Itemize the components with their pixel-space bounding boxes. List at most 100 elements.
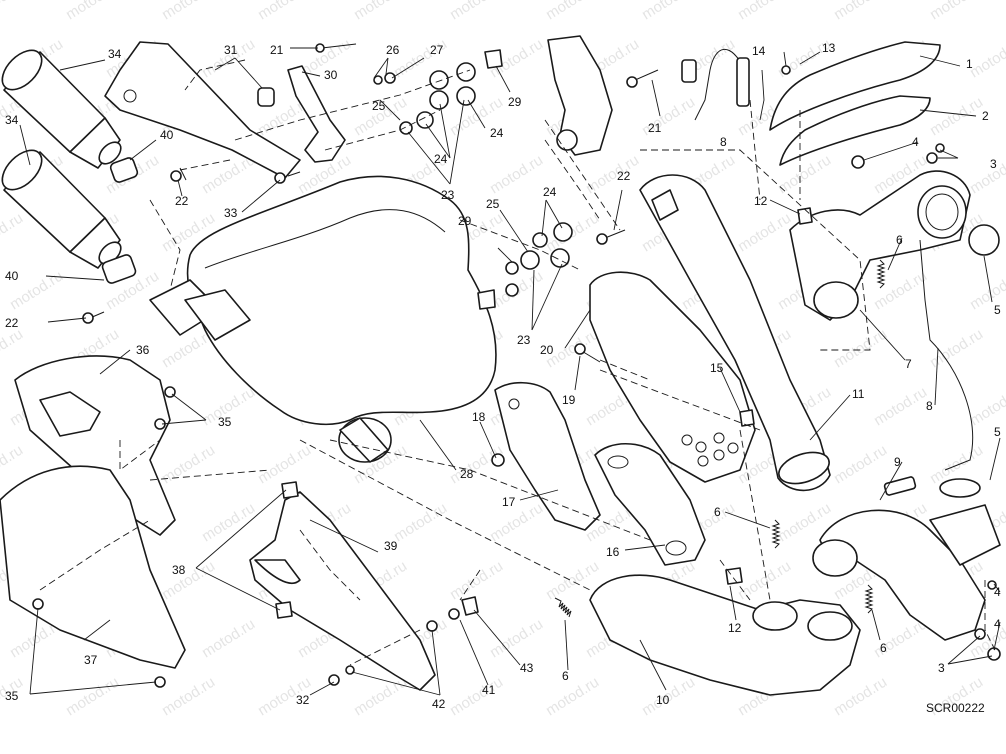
watermark-text: motod.ru [351,0,410,23]
callout-23a: 23 [441,188,455,202]
callout-16: 16 [606,545,620,559]
callout-24c: 24 [543,185,557,199]
heat-shield-20 [589,271,756,483]
callout-24b: 24 [434,152,448,166]
callout-4b: 4 [994,585,1001,599]
watermark-text: motod.ru [967,152,1006,198]
callout-6d: 6 [880,641,887,655]
callout-12a: 12 [754,194,768,208]
watermark-text: motod.ru [967,384,1006,430]
callout-11: 11 [852,387,865,401]
callout-3b: 3 [938,661,945,675]
callout-8a: 8 [720,135,727,149]
watermark-text: motod.ru [927,94,986,140]
callout-22a: 22 [175,194,189,208]
diagram-code: SCR00222 [926,701,985,715]
watermark-text: motod.ru [199,616,258,662]
silencer-bracket [104,41,301,179]
callout-29b: 29 [458,214,472,228]
callout-3a: 3 [990,157,997,171]
rubber-bush-31 [257,87,275,107]
callout-22b: 22 [5,316,19,330]
bolts [32,43,1001,688]
callout-12b: 12 [728,621,742,635]
watermark-text: motod.ru [583,152,642,198]
muffler-end-cap-upper [1,49,122,169]
watermark-text: motod.ru [927,326,986,372]
watermark-text: motod.ru [159,442,218,488]
callout-18: 18 [472,410,486,424]
leader-lines [19,47,1001,696]
callout-8b: 8 [926,399,933,413]
callout-2: 2 [982,109,989,123]
callout-14: 14 [752,44,766,58]
watermark-text: motod.ru [351,674,410,720]
callout-10: 10 [656,693,670,707]
watermark-text: motod.ru [543,0,602,23]
callout-37: 37 [84,653,98,667]
heat-guard-1 [769,41,941,131]
callout-6a: 6 [896,233,903,247]
watermark-text: motod.ru [0,326,26,372]
callout-24a: 24 [490,126,504,140]
watermark-text: motod.ru [831,674,890,720]
watermark-text: motod.ru [831,442,890,488]
watermark-text: motod.ru [447,0,506,23]
watermark-text: motod.ru [831,326,890,372]
heat-guard-37 [0,465,186,669]
callout-34b: 34 [5,113,19,127]
callout-labels: 34 34 31 21 26 27 30 25 29 24 24 23 40 2… [5,41,1001,711]
watermark-text: motod.ru [159,674,218,720]
watermark-text: motod.ru [871,384,930,430]
callout-43: 43 [520,661,534,675]
watermark-text: motod.ru [735,0,794,23]
watermark-text: motod.ru [639,0,698,23]
callout-6b: 6 [714,505,721,519]
oxygen-sensor-lower [883,476,917,496]
spring-6 [554,259,886,618]
watermark-text: motod.ru [543,674,602,720]
watermark-text: motod.ru [255,442,314,488]
callout-42: 42 [432,697,446,711]
rubber-mounts-lower [477,222,573,310]
watermark-text: motod.ru [0,210,26,256]
heat-shield-17 [494,381,601,531]
callout-31: 31 [224,43,238,57]
callout-22c: 22 [617,169,631,183]
callout-5a: 5 [994,303,1001,317]
curved-pipe-9 [819,509,986,641]
watermark-text: motod.ru [967,36,1006,82]
callout-38: 38 [172,563,186,577]
callout-21b: 21 [648,121,662,135]
hanger-bracket [287,65,346,163]
callout-19: 19 [562,393,576,407]
watermark-text: motod.ru [927,0,986,23]
callout-35a: 35 [218,415,232,429]
callout-35b: 35 [5,689,19,703]
callout-15: 15 [710,361,724,375]
callout-28: 28 [460,467,474,481]
callout-4a: 4 [912,135,919,149]
watermark-text: motod.ru [447,558,506,604]
callout-40a: 40 [160,128,174,142]
callout-29a: 29 [508,95,522,109]
callout-9: 9 [894,455,901,469]
watermark-text: motod.ru [735,558,794,604]
callout-40b: 40 [5,269,19,283]
callout-30: 30 [324,68,338,82]
flange-5-lower [929,504,1001,566]
callout-23b: 23 [517,333,531,347]
watermark-text: motod.ru [487,616,546,662]
oxygen-sensor-upper [736,57,750,107]
clamp-upper [109,157,139,183]
watermark-text: motod.ru [447,674,506,720]
silencer-body [186,175,497,426]
callout-39: 39 [384,539,398,553]
watermark-text: motod.ru [159,0,218,23]
callout-34a: 34 [108,47,122,61]
callout-32: 32 [296,693,310,707]
rubber-mounts-upper [373,49,503,135]
watermark-text: motod.ru [199,500,258,546]
callout-1: 1 [966,57,973,71]
